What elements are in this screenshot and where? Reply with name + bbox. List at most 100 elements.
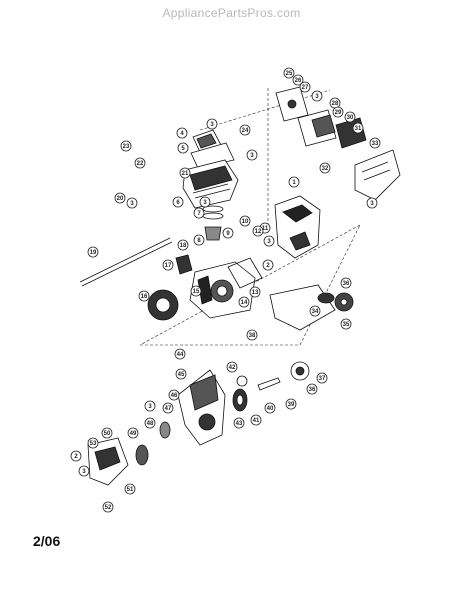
callout-number: 45 (178, 372, 185, 378)
callout-number: 10 (242, 219, 249, 225)
part-callout: 6 (172, 196, 184, 208)
part-callout: 31 (352, 122, 364, 134)
part-callout: 40 (264, 402, 276, 414)
part-callout: 36 (340, 277, 352, 289)
callout-circle (174, 348, 186, 360)
callout-number: 34 (312, 309, 319, 315)
callout-layer: 1233333333456789101112131415161718192021… (70, 67, 381, 513)
callout-number: 3 (82, 469, 86, 475)
callout-circle (168, 389, 180, 401)
callout-circle (246, 329, 258, 341)
part-callout: 38 (246, 329, 258, 341)
callout-circle (292, 74, 304, 86)
callout-number: 53 (90, 441, 97, 447)
engine-cover (354, 149, 401, 201)
callout-circle (340, 318, 352, 330)
callout-circle (127, 427, 139, 439)
callout-circle (70, 450, 82, 462)
part-callout: 37 (316, 372, 328, 384)
fuel-tank (274, 195, 321, 259)
callout-number: 30 (347, 115, 354, 121)
callout-number: 39 (288, 402, 295, 408)
part-callout: 3 (126, 197, 138, 209)
part-callout: 3 (78, 465, 90, 477)
part-callout: 3 (206, 118, 218, 130)
callout-circle (238, 296, 250, 308)
part-callout: 3 (366, 197, 378, 209)
callout-circle (177, 142, 189, 154)
callout-circle (162, 259, 174, 271)
callout-number: 52 (105, 505, 112, 511)
piston-rings (202, 205, 224, 241)
callout-number: 6 (176, 200, 180, 206)
part-callout: 5 (177, 142, 189, 154)
callout-circle (299, 81, 311, 93)
part-callout: 3 (199, 196, 211, 208)
callout-number: 35 (343, 322, 350, 328)
callout-number: 29 (335, 110, 342, 116)
callout-number: 8 (197, 238, 201, 244)
part-callout: 15 (190, 285, 202, 297)
callout-circle (319, 162, 331, 174)
callout-circle (87, 246, 99, 258)
part-callout: 29 (332, 106, 344, 118)
callout-circle (78, 465, 90, 477)
callout-circle (233, 417, 245, 429)
callout-number: 28 (332, 101, 339, 107)
part-callout: 44 (174, 348, 186, 360)
callout-number: 3 (267, 239, 271, 245)
part-callout: 10 (239, 215, 251, 227)
callout-number: 49 (130, 431, 137, 437)
callout-number: 26 (295, 78, 302, 84)
part-callout: 28 (329, 97, 341, 109)
callout-number: 31 (355, 126, 362, 132)
callout-number: 18 (180, 243, 187, 249)
part-callout: 3 (144, 400, 156, 412)
callout-circle (283, 67, 295, 79)
callout-number: 9 (226, 231, 230, 237)
part-callout: 27 (299, 81, 311, 93)
date-code: 2/06 (33, 533, 61, 549)
part-callout: 43 (233, 417, 245, 429)
callout-circle (250, 414, 262, 426)
callout-number: 20 (117, 196, 124, 202)
callout-number: 37 (319, 376, 326, 382)
part-callout: 16 (138, 290, 150, 302)
callout-number: 21 (182, 171, 189, 177)
part-callout: 50 (101, 427, 113, 439)
callout-circle (199, 196, 211, 208)
part-callout: 9 (222, 227, 234, 239)
callout-number: 27 (302, 85, 309, 91)
callout-number: 11 (262, 226, 269, 232)
callout-number: 36 (309, 387, 316, 393)
callout-circle (162, 402, 174, 414)
part-callout: 41 (250, 414, 262, 426)
flywheel (147, 289, 179, 321)
callout-circle (193, 234, 205, 246)
callout-circle (309, 305, 321, 317)
callout-circle (190, 285, 202, 297)
part-callout: 20 (114, 192, 126, 204)
clutch-drum (232, 375, 248, 412)
callout-circle (262, 259, 274, 271)
crankcase (189, 261, 256, 319)
throttle-cable (79, 237, 173, 287)
callout-circle (239, 215, 251, 227)
part-callout: 30 (344, 111, 356, 123)
callout-number: 3 (130, 201, 134, 207)
part-callout: 33 (369, 137, 381, 149)
callout-circle (134, 157, 146, 169)
part-callout: 24 (239, 124, 251, 136)
part-callout: 39 (285, 398, 297, 410)
part-callout: 23 (120, 140, 132, 152)
part-callout: 17 (162, 259, 174, 271)
part-callout: 13 (249, 286, 261, 298)
callout-number: 47 (165, 406, 172, 412)
callout-circle (352, 122, 364, 134)
callout-circle (226, 361, 238, 373)
part-callout: 53 (87, 437, 99, 449)
callout-circle (206, 118, 218, 130)
callout-number: 44 (177, 352, 184, 358)
callout-circle (176, 127, 188, 139)
callout-circle (369, 137, 381, 149)
